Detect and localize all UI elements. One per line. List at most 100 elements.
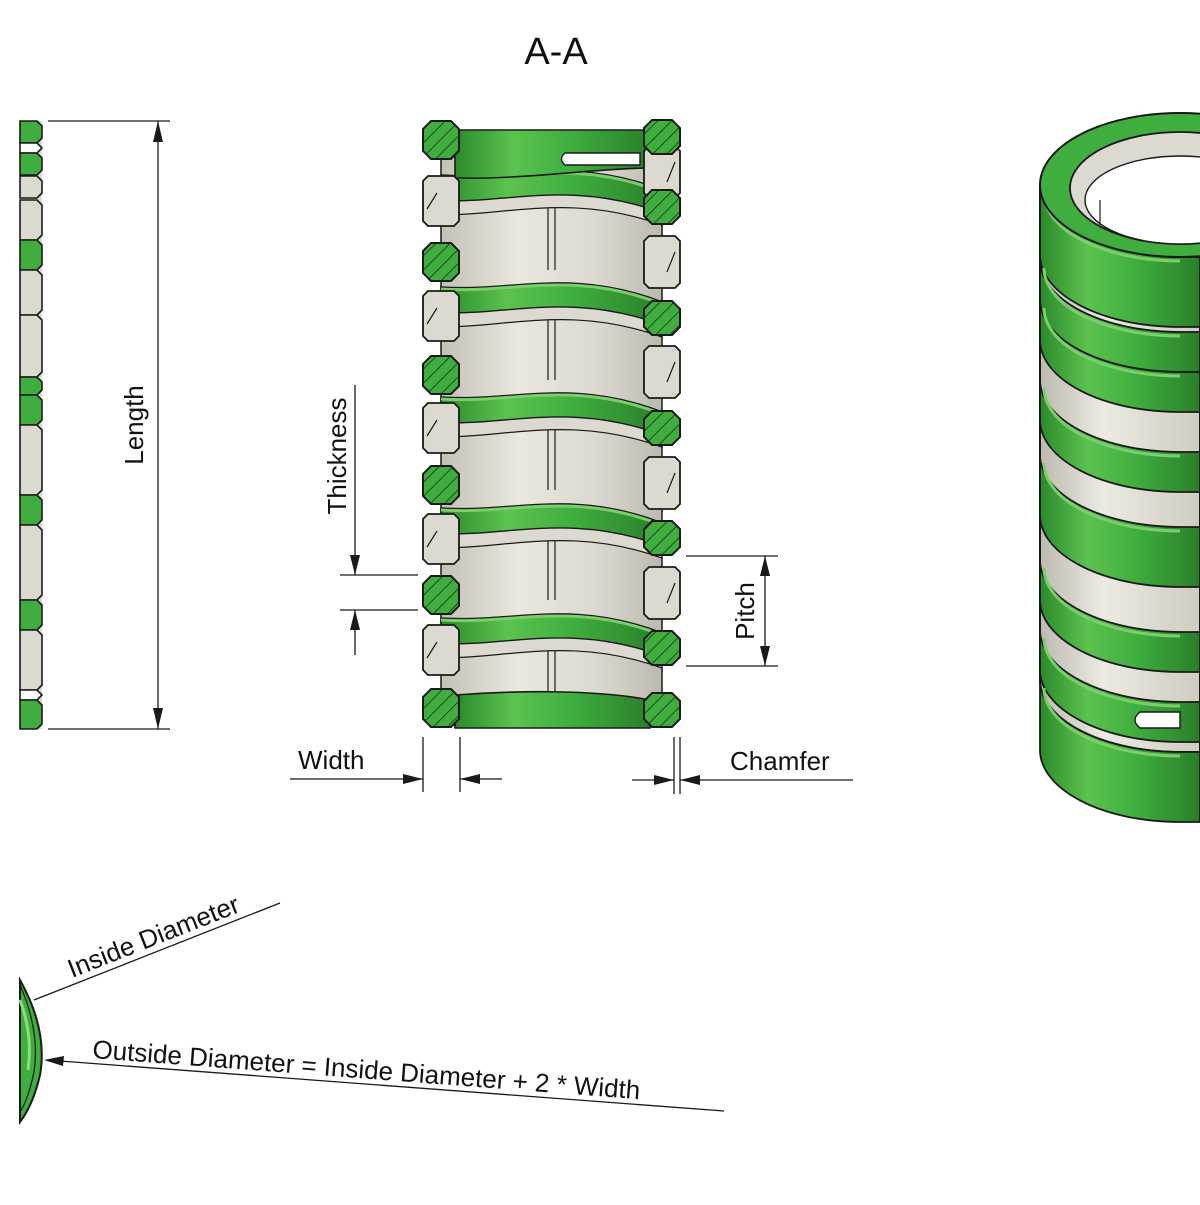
arrow-head-icon [403, 774, 423, 784]
sleeve-hatch [426, 192, 438, 210]
coil-highlight [440, 393, 663, 416]
sleeve-hatch [426, 641, 438, 659]
iso-bore-inner [1084, 155, 1200, 245]
coil-section-hatch [644, 190, 680, 224]
iso-coil-ring [1039, 679, 1200, 823]
sleeve-band [440, 637, 663, 669]
side-coil-segment [19, 239, 43, 271]
coil-section-hatch [423, 356, 459, 394]
sleeve-section [643, 235, 681, 289]
chamfer-dimension: Chamfer [632, 737, 853, 794]
sleeve-section [422, 513, 460, 565]
arrow-head-icon [760, 646, 770, 666]
arrow-head-icon [153, 121, 163, 142]
sleeve-hatch [426, 530, 438, 548]
iso-ring-highlight [1042, 462, 1181, 533]
pitch-label: Pitch [730, 582, 760, 640]
sleeve-hatch [666, 361, 676, 383]
coil-section-hatch [423, 576, 459, 614]
arrow-head-icon [654, 775, 674, 785]
side-sleeve-segment [19, 629, 43, 691]
coil-highlight [440, 283, 663, 306]
iso-ring-highlight [1042, 567, 1181, 638]
outside-diameter-label: Outside Diameter = Inside Diameter + 2 *… [92, 1034, 642, 1105]
sleeve-hatch [666, 582, 676, 604]
sleeve-section [643, 566, 681, 620]
section-title: A-A [524, 31, 588, 73]
coil-section-hatch [644, 631, 680, 665]
sleeve-hatch [666, 161, 676, 183]
side-sleeve-segment [19, 314, 43, 378]
arrow-head-icon [153, 708, 163, 729]
width-dimension: Width [290, 737, 502, 792]
coil-slot [560, 152, 641, 166]
inside-diameter-label: Inside Diameter [63, 889, 244, 984]
iso-coil-ring [1039, 454, 1200, 588]
sleeve-section [422, 624, 460, 676]
thickness-label: Thickness [322, 397, 352, 514]
coil-section-hatch [423, 121, 459, 159]
thickness-dimension: Thickness [322, 385, 418, 655]
sleeve-section [422, 290, 460, 342]
side-view-partial [19, 120, 44, 730]
chamfer-label: Chamfer [730, 746, 830, 776]
sleeve-section [422, 175, 460, 227]
arrow-head-icon [350, 555, 360, 575]
side-sleeve-segment [19, 142, 44, 154]
side-sleeve-segment [19, 175, 43, 199]
arrow-head-icon [44, 1056, 64, 1066]
iso-ring-highlight [1042, 267, 1181, 338]
coil-section-hatch [644, 411, 680, 445]
coil-section-hatch [644, 120, 680, 154]
side-coil-segment [19, 152, 43, 176]
length-label: Length [119, 385, 149, 465]
sleeve-band [440, 416, 663, 448]
length-dimension: Length [48, 120, 170, 730]
side-coil-segment [19, 699, 43, 730]
sleeve-hatch [426, 307, 438, 325]
iso-coil-ring [1039, 299, 1200, 413]
arrow-head-icon [760, 556, 770, 576]
side-sleeve-segment [19, 269, 43, 316]
side-coil-segment [19, 494, 43, 526]
width-label: Width [298, 745, 364, 775]
end-view-partial [18, 976, 43, 1125]
side-sleeve-segment [19, 524, 43, 601]
coil-highlight [440, 504, 663, 527]
coil-section-hatch [423, 689, 459, 727]
coil-section-hatch [644, 301, 680, 335]
iso-ring-highlight [1042, 687, 1181, 758]
arrow-head-icon [460, 774, 480, 784]
iso-coil-ring [1039, 559, 1200, 673]
inside-diameter-leader: Inside Diameter [33, 889, 281, 1001]
iso-coil-slot [1134, 711, 1181, 729]
side-coil-segment [19, 376, 43, 396]
sleeve-section [643, 345, 681, 399]
coil-section-hatch [423, 243, 459, 281]
side-coil-segment [19, 120, 43, 144]
side-coil-segment [19, 394, 43, 426]
iso-coil-ring [1039, 379, 1200, 493]
sleeve-section [643, 456, 681, 510]
iso-ring-highlight [1042, 387, 1181, 458]
section-view [422, 119, 681, 729]
arrow-head-icon [680, 775, 700, 785]
coil-highlight [440, 614, 663, 637]
side-sleeve-segment [19, 424, 43, 496]
side-sleeve-segment [19, 199, 43, 241]
arrow-head-icon [350, 610, 360, 630]
sleeve-band [440, 527, 663, 559]
coil-section-hatch [423, 466, 459, 504]
pitch-dimension: Pitch [686, 555, 778, 667]
side-sleeve-segment [19, 689, 44, 701]
sleeve-hatch [426, 419, 438, 437]
coil-section-hatch [644, 693, 680, 727]
sleeve-hatch [666, 251, 676, 273]
sleeve-hatch [666, 472, 676, 494]
outside-diameter-leader: Outside Diameter = Inside Diameter + 2 *… [44, 1034, 725, 1112]
coil-bottom-band [454, 690, 651, 729]
iso-ring-highlight [1042, 637, 1181, 708]
iso-ring-highlight [1042, 307, 1181, 378]
